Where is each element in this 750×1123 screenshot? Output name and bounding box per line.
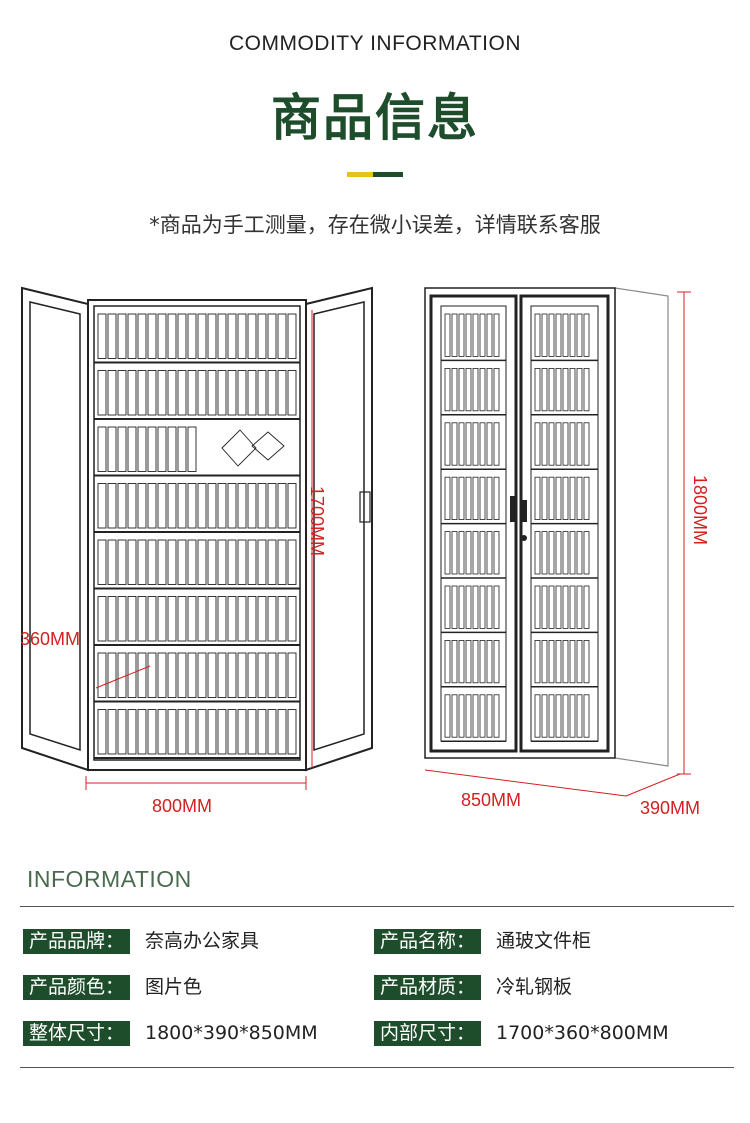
divider-top <box>20 906 734 907</box>
open-cabinet-shelves <box>94 361 300 759</box>
closed-cabinet-drawing <box>424 287 669 767</box>
outer-height-label: 1800MM <box>690 475 710 546</box>
accent-bar-yellow <box>347 172 373 177</box>
closed-cabinet-shelves <box>441 359 598 742</box>
material-value: 冷轧钢板 <box>496 976 573 998</box>
chinese-title: 商品信息 <box>271 89 479 147</box>
inner-size-label: 内部尺寸： <box>374 1021 482 1046</box>
cabinet-illustration <box>21 286 691 797</box>
divider-bottom <box>20 1067 734 1068</box>
color-value: 图片色 <box>145 976 203 998</box>
inner-size-value: 1700*360*800MM <box>496 1022 669 1044</box>
inner-width-label: 800MM <box>152 796 213 816</box>
inner-height-label: 1700MM <box>307 486 327 557</box>
brand-label: 产品品牌： <box>23 929 131 954</box>
accent-bar-green <box>373 172 403 177</box>
product-name-value: 通玻文件柜 <box>496 930 592 952</box>
inner-depth-line <box>95 665 151 689</box>
inner-depth-label: 360MM <box>20 629 81 649</box>
open-cabinet-books <box>97 313 297 755</box>
overall-size-label: 整体尺寸： <box>23 1021 131 1046</box>
outer-depth-line <box>625 773 681 797</box>
outer-width-label: 850MM <box>461 790 522 810</box>
measurement-note: *商品为手工测量，存在微小误差，详情联系客服 <box>149 213 601 237</box>
outer-width-line <box>424 769 627 797</box>
material-label: 产品材质： <box>374 975 482 1000</box>
brand-value: 奈高办公家具 <box>145 930 260 952</box>
outer-depth-label: 390MM <box>640 798 701 818</box>
product-name-label: 产品名称： <box>374 929 482 954</box>
english-title: COMMODITY INFORMATION <box>228 32 522 55</box>
open-cabinet-drawing <box>21 286 373 772</box>
overall-size-value: 1800*390*850MM <box>145 1022 318 1044</box>
color-label: 产品颜色： <box>23 975 131 1000</box>
closed-cabinet-books <box>444 313 590 738</box>
information-heading: INFORMATION <box>27 866 192 892</box>
